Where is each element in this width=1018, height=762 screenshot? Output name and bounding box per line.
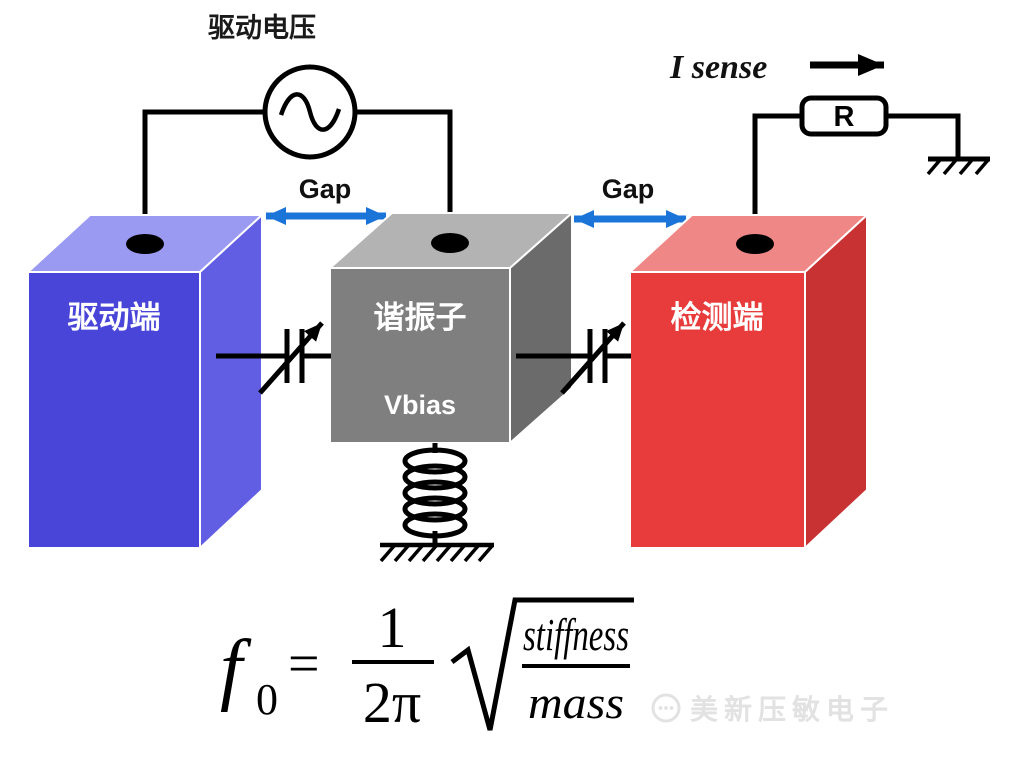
watermark: 美新压敏电子 xyxy=(651,693,894,725)
ground-symbol-right xyxy=(926,156,990,176)
anchor-ground-hatch xyxy=(379,544,494,563)
watermark-icon-dot-2 xyxy=(664,706,668,710)
formula-coeff-denominator: 2π xyxy=(363,670,421,735)
spring-coil-1 xyxy=(402,447,468,475)
resonator-box-label: 谐振子 xyxy=(374,300,467,335)
gap-label-left: Gap xyxy=(299,174,352,204)
watermark-icon-dot-3 xyxy=(669,706,674,710)
formula-coeff-numerator: 1 xyxy=(378,595,407,660)
sense-circuit: I sense R xyxy=(669,49,990,242)
variable-capacitor-right xyxy=(516,321,631,395)
wire-resistor-to-ground xyxy=(886,113,961,159)
gap-label-right: Gap xyxy=(602,174,655,204)
resonator-terminal-dot xyxy=(431,233,469,253)
i-sense-label: I sense xyxy=(669,49,767,86)
wire-sense-box-to-resistor xyxy=(752,113,802,242)
cap-left-variable-arrow xyxy=(258,321,324,395)
drive-box-label: 驱动端 xyxy=(68,300,161,335)
drive-box-terminal-dot xyxy=(126,234,164,254)
spring-coil-3 xyxy=(402,479,468,507)
sine-wave-icon xyxy=(278,92,342,132)
variable-capacitor-left xyxy=(216,321,331,395)
formula-f-symbol: f xyxy=(220,625,252,713)
cap-right-variable-arrow xyxy=(560,321,626,395)
drive-box-front-face xyxy=(27,271,201,549)
gap-indicators: Gap Gap xyxy=(266,174,686,228)
sense-electrode-box: 检测端 xyxy=(627,212,870,551)
resonance-frequency-formula: f 0 = 1 2π stiffness mass xyxy=(220,595,634,735)
formula-radical-sign xyxy=(450,597,634,731)
ground-hatch-right xyxy=(926,158,990,176)
spring-anchor xyxy=(379,443,494,563)
formula-radicand-denominator: mass xyxy=(528,677,624,728)
drive-box-side-face xyxy=(199,212,263,551)
watermark-chat-icon xyxy=(651,693,681,723)
sense-box-label: 检测端 xyxy=(671,300,764,335)
watermark-icon-dot-1 xyxy=(658,706,663,710)
resistor-body xyxy=(799,95,889,137)
sense-box-terminal-dot xyxy=(736,234,774,254)
spring-coil-2 xyxy=(402,463,468,491)
formula-subscript-0: 0 xyxy=(256,675,278,724)
vbias-label: Vbias xyxy=(384,390,456,420)
formula-radicand-numerator: stiffness xyxy=(523,609,629,660)
sense-box-side-face xyxy=(804,212,868,551)
drive-voltage-label: 驱动电压 xyxy=(208,13,316,43)
drive-voltage-source-circuit: 驱动电压 xyxy=(142,13,453,240)
resistor-label: R xyxy=(834,101,855,133)
resonator-box: 谐振子 Vbias xyxy=(327,210,575,446)
watermark-text: 美新压敏电子 xyxy=(690,694,894,725)
resonator-box-front-face xyxy=(329,267,511,444)
wire-source-to-drive-box xyxy=(142,109,265,240)
sense-box-front-face xyxy=(629,271,806,549)
drive-electrode-box: 驱动端 xyxy=(25,212,265,551)
wire-source-to-resonator xyxy=(355,109,453,240)
formula-equals-sign: = xyxy=(288,633,320,695)
spring-coil-4 xyxy=(402,495,468,523)
